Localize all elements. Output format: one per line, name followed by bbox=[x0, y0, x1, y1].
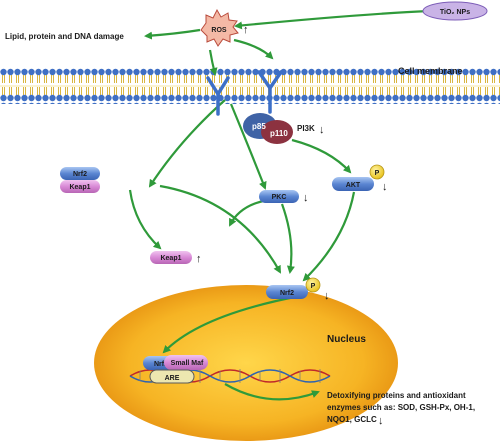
detox-line-1: Detoxifying proteins and antioxidant bbox=[327, 391, 466, 400]
pathway-arrows bbox=[128, 9, 431, 401]
arrow-pi3k-to-akt bbox=[291, 138, 352, 174]
nrf2-top-pill bbox=[60, 167, 100, 180]
arrow-ros-to-pi3k bbox=[233, 38, 274, 60]
arrow-nrf2-to-nrf2p bbox=[159, 184, 281, 274]
nucleus-label: Nucleus bbox=[327, 334, 366, 345]
detox-trend: ↓ bbox=[378, 415, 384, 427]
receptor-left bbox=[206, 76, 230, 116]
arrow-to-pkc bbox=[229, 103, 267, 190]
pi3k-complex bbox=[243, 113, 293, 144]
keap1-low-label: Keap1 bbox=[160, 255, 181, 262]
nucleus bbox=[94, 285, 398, 441]
cell-membrane bbox=[0, 68, 500, 104]
tio2-node bbox=[422, 1, 488, 21]
detox-line-2: enzymes such as: SOD, GSH-Px, OH-1, bbox=[327, 403, 475, 412]
damage-label: Lipid, protein and DNA damage bbox=[5, 32, 124, 41]
small-maf-pill bbox=[164, 355, 208, 370]
akt-trend: ↓ bbox=[382, 181, 388, 193]
nrf2-p-label: P bbox=[311, 283, 316, 290]
pkc-trend: ↓ bbox=[303, 192, 309, 204]
akt-phospho-badge bbox=[369, 164, 385, 180]
nrf2-top-label: Nrf2 bbox=[73, 171, 87, 178]
arrow-to-keap1 bbox=[128, 189, 162, 250]
akt-p-label: P bbox=[375, 170, 380, 177]
p110-label: p110 bbox=[270, 129, 288, 138]
cell-membrane-label: Cell membrane bbox=[398, 66, 463, 76]
arrow-to-nrf2-keap1 bbox=[148, 99, 226, 188]
are-box bbox=[149, 369, 195, 384]
nrf2-nuclear-label: Nrf2 bbox=[154, 361, 168, 368]
tio2-label: TiO₂ NPs bbox=[440, 9, 470, 16]
are-label: ARE bbox=[165, 375, 180, 382]
arrow-pkc-to-nrf2p bbox=[280, 203, 295, 274]
pi3k-label: PI3K bbox=[297, 124, 315, 133]
ros-burst bbox=[200, 8, 239, 47]
ros-label: ROS bbox=[211, 27, 227, 34]
nrf2-mid-label: Nrf2 bbox=[280, 290, 294, 297]
receptor-right bbox=[257, 70, 283, 114]
small-maf-label: Small Maf bbox=[171, 360, 204, 367]
arrow-akt-to-nrf2p bbox=[302, 191, 356, 282]
akt-label: AKT bbox=[346, 182, 361, 189]
arrow-ros-to-receptor bbox=[208, 49, 218, 76]
arrow-ros-to-damage bbox=[144, 28, 201, 40]
keap1-low-trend: ↑ bbox=[196, 253, 202, 265]
nrf2-mid-trend: ↓ bbox=[324, 290, 330, 302]
arrow-tio2-to-ros bbox=[234, 9, 431, 30]
arrow-are-to-detox bbox=[224, 383, 320, 401]
keap1-top-label: Keap1 bbox=[69, 184, 90, 191]
pi3k-trend: ↓ bbox=[319, 124, 325, 136]
nrf2-mid-pill bbox=[266, 285, 308, 299]
pkc-pill bbox=[259, 190, 299, 203]
arrow-nrf2p-to-nucleus bbox=[162, 294, 301, 354]
keap1-top-pill bbox=[60, 180, 100, 193]
detox-line-3: NQO1, GCLC bbox=[327, 415, 377, 424]
ros-trend: ↑ bbox=[243, 24, 249, 36]
akt-pill bbox=[332, 177, 374, 191]
p85-label: p85 bbox=[252, 122, 266, 131]
pkc-label: PKC bbox=[272, 194, 287, 201]
arrow-pkc-branch bbox=[229, 198, 269, 227]
nrf2-phospho-badge bbox=[305, 277, 321, 293]
keap1-low-pill bbox=[150, 251, 192, 264]
